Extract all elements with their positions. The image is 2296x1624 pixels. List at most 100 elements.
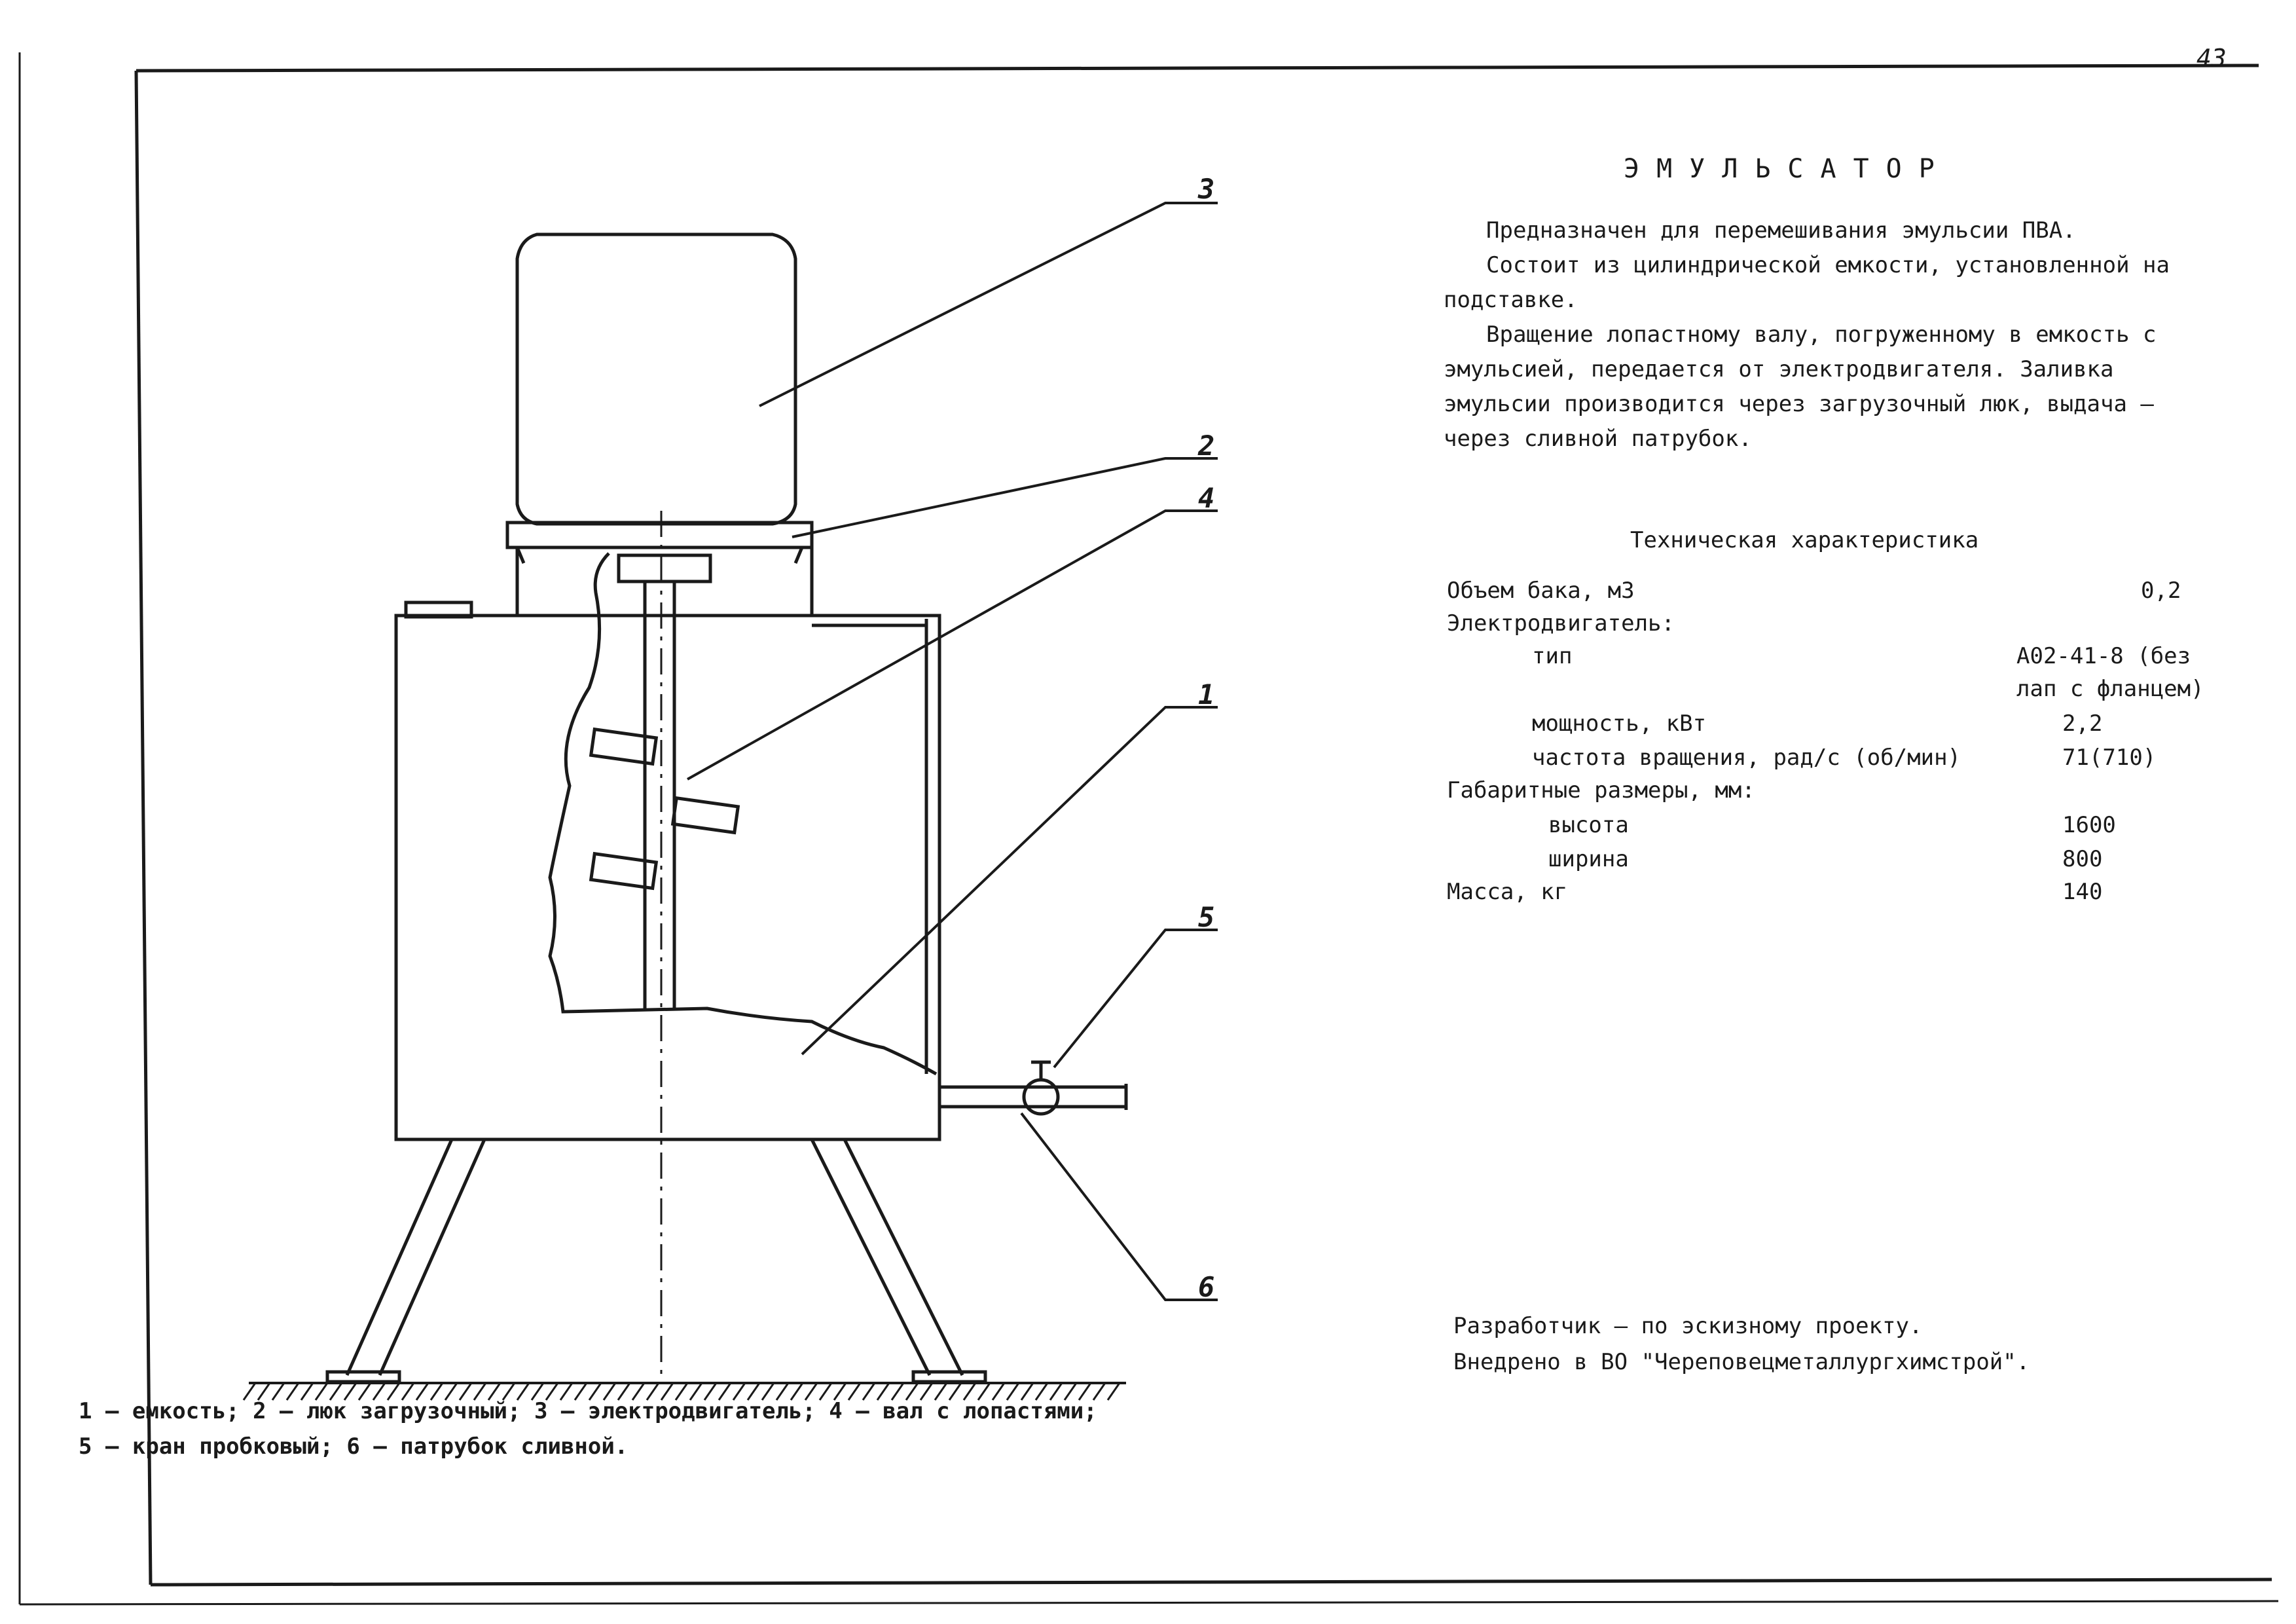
ground-hatch-stroke <box>314 1382 329 1401</box>
ground-hatch-stroke <box>660 1382 674 1401</box>
ground-hatch-stroke <box>732 1382 746 1401</box>
page-title: ЭМУЛЬСАТОР <box>1624 154 1952 184</box>
legend-line-1: 1 – емкость; 2 – люк загрузочный; 3 – эл… <box>79 1398 1097 1424</box>
ground-hatch-stroke <box>631 1382 646 1401</box>
developer-note: Разработчик – по эскизному проекту. <box>1453 1313 1923 1339</box>
leader-1 <box>801 706 1218 1056</box>
description-line-6: эмульсии производится через загрузочный … <box>1444 391 2154 417</box>
ground-hatch-stroke <box>401 1382 415 1401</box>
coupling <box>617 553 712 583</box>
description-line-7: через сливной патрубок. <box>1444 426 1752 452</box>
leg-left-inner <box>378 1138 486 1376</box>
ground-hatch-stroke <box>718 1382 732 1401</box>
description-line-5: эмульсией, передается от электродвигател… <box>1444 356 2114 382</box>
ground-hatching <box>242 1382 1126 1401</box>
ground-hatch-stroke <box>890 1382 905 1401</box>
ground-hatch-stroke <box>429 1382 444 1401</box>
spec-label-mass: Масса, кг <box>1447 879 1568 905</box>
plug-valve <box>1022 1060 1060 1116</box>
spec-value-tank-volume: 0,2 <box>2141 578 2181 604</box>
leader-3 <box>759 202 1218 407</box>
paddle-1 <box>589 727 659 766</box>
ground-hatch-stroke <box>357 1382 372 1401</box>
spec-value-motor-type: А02-41-8 (без <box>2016 643 2191 669</box>
ground-hatch-stroke <box>962 1382 977 1401</box>
ground-hatch-stroke <box>444 1382 458 1401</box>
spec-value-power: 2,2 <box>2062 710 2103 737</box>
ground-hatch-stroke <box>790 1382 804 1401</box>
description-line-1: Предназначен для перемешивания эмульсии … <box>1486 217 2076 244</box>
spec-value-rotation: 71(710) <box>2062 745 2157 771</box>
loading-hatch <box>404 600 473 619</box>
ground-hatch-stroke <box>919 1382 934 1401</box>
ground-hatch-stroke <box>501 1382 516 1401</box>
page-number: 43 <box>2196 44 2227 73</box>
ground-hatch-stroke <box>804 1382 818 1401</box>
spec-label-height: высота <box>1548 812 1629 838</box>
leader-2 <box>792 457 1218 538</box>
tank-body <box>394 614 941 1141</box>
ground-hatch-stroke <box>530 1382 545 1401</box>
ground-hatch-stroke <box>847 1382 862 1401</box>
callout-5: 5 <box>1198 901 1215 933</box>
ground-hatch-stroke <box>1034 1382 1049 1401</box>
ground-hatch-stroke <box>271 1382 285 1401</box>
leader-5 <box>1053 929 1218 1069</box>
ground-hatch-stroke <box>703 1382 718 1401</box>
ground-hatch-stroke <box>545 1382 559 1401</box>
callout-1: 1 <box>1198 678 1215 710</box>
ground-hatch-stroke <box>876 1382 890 1401</box>
leg-right-inner <box>843 1138 964 1376</box>
spec-label-width: ширина <box>1548 846 1629 872</box>
ground-hatch-stroke <box>818 1382 833 1401</box>
leader-4 <box>687 509 1218 781</box>
motor-mount <box>505 521 814 549</box>
paddle-2 <box>670 796 740 835</box>
ground-hatch-stroke <box>905 1382 919 1401</box>
spec-value-height: 1600 <box>2062 812 2116 838</box>
ground-hatch-stroke <box>257 1382 271 1401</box>
motor-body <box>515 232 797 526</box>
leader-6 <box>1020 1112 1218 1301</box>
ground-hatch-stroke <box>574 1382 588 1401</box>
ground-hatch-stroke <box>646 1382 660 1401</box>
ground-hatch-stroke <box>1006 1382 1020 1401</box>
description-line-4: Вращение лопастному валу, погруженному в… <box>1486 322 2157 348</box>
ground-hatch-stroke <box>242 1382 257 1401</box>
ground-hatch-stroke <box>934 1382 948 1401</box>
emulsator-drawing <box>325 232 1128 1384</box>
ground-hatch-stroke <box>1092 1382 1106 1401</box>
ground-hatch-stroke <box>1063 1382 1078 1401</box>
ground-hatch-stroke <box>343 1382 357 1401</box>
ground-hatch-stroke <box>977 1382 991 1401</box>
spec-label-power: мощность, кВт <box>1532 710 1707 737</box>
ground-hatch-stroke <box>516 1382 530 1401</box>
callout-4: 4 <box>1198 482 1215 514</box>
ground-hatch-stroke <box>386 1382 401 1401</box>
leg-left-outer <box>345 1138 454 1376</box>
spec-label-tank-volume: Объем бака, м3 <box>1447 578 1635 604</box>
description-line-3: подставке. <box>1444 287 1578 313</box>
ground-hatch-stroke <box>761 1382 775 1401</box>
ground-hatch-stroke <box>1078 1382 1092 1401</box>
ground-hatch-stroke <box>1020 1382 1034 1401</box>
ground-hatch-stroke <box>415 1382 429 1401</box>
callout-6: 6 <box>1198 1271 1215 1303</box>
description-line-2: Состоит из цилиндрической емкости, устан… <box>1486 252 2170 278</box>
ground-hatch-stroke <box>300 1382 314 1401</box>
ground-hatch-stroke <box>617 1382 631 1401</box>
spec-label-dimensions: Габаритные размеры, мм: <box>1447 777 1755 803</box>
specs-heading: Техническая характеристика <box>1630 527 1979 553</box>
ground-hatch-stroke <box>329 1382 343 1401</box>
ground-hatch-stroke <box>559 1382 574 1401</box>
ground-hatch-stroke <box>674 1382 689 1401</box>
spec-label-rotation: частота вращения, рад/с (об/мин) <box>1532 745 1961 771</box>
callout-2: 2 <box>1198 430 1215 462</box>
ground-hatch-stroke <box>948 1382 962 1401</box>
ground-hatch-stroke <box>1049 1382 1063 1401</box>
spec-label-motor: Электродвигатель: <box>1447 610 1675 637</box>
ground-hatch-stroke <box>458 1382 473 1401</box>
paddle-3 <box>589 851 659 891</box>
spec-value-width: 800 <box>2062 846 2103 872</box>
